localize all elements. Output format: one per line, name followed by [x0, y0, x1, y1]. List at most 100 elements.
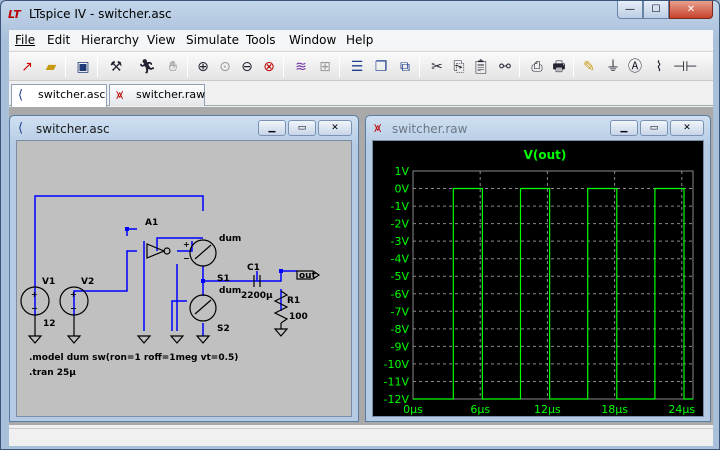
- v2-minus: −: [70, 304, 77, 313]
- document-tabs: ⟨ switcher.asc ⩙ switcher.raw: [9, 82, 713, 107]
- schematic-drawing[interactable]: A1 V1 V2 12 dum dum S1 S2 C1 2200µ R1 10…: [17, 141, 353, 418]
- maximize-button[interactable]: ▭: [640, 120, 668, 136]
- control-panel-icon[interactable]: ⚒: [109, 59, 123, 75]
- menu-help[interactable]: Help: [346, 33, 374, 47]
- minimize-button[interactable]: —: [617, 1, 643, 19]
- y-tick-label: -4V: [391, 253, 410, 266]
- close-all-icon[interactable]: ⧉: [400, 59, 410, 75]
- model-directive: .model dum sw(ron=1 roff=1meg vt=0.5): [29, 353, 238, 363]
- menu-window[interactable]: Window: [289, 33, 337, 47]
- y-tick-label: -9V: [391, 340, 410, 353]
- s2-model: dum: [219, 286, 241, 296]
- copy-icon[interactable]: ⎘: [453, 59, 465, 75]
- zoom-out-icon[interactable]: ⊖: [241, 59, 253, 75]
- out-label: out: [299, 271, 317, 281]
- status-bar: [9, 428, 713, 446]
- maximize-button[interactable]: ☐: [643, 1, 669, 19]
- capacitor-icon[interactable]: ⊣⊢: [673, 59, 698, 75]
- schematic-window[interactable]: ⟨ switcher.asc ▁ ▭ ✕: [9, 115, 359, 422]
- close-button[interactable]: ✕: [670, 120, 704, 136]
- tran-directive: .tran 25µ: [29, 368, 76, 378]
- schematic-canvas[interactable]: A1 V1 V2 12 dum dum S1 S2 C1 2200µ R1 10…: [16, 140, 352, 417]
- save-icon[interactable]: ▣: [76, 59, 90, 75]
- toolbar: ↗ ▰ ▣ ⚒ 🏃︎ ✋︎ ⊕ ⊙ ⊖ ⊗ ≋ ⊞ ☰ ❐ ⧉ ✂ ⎘ 📋︎ ⚯: [9, 51, 713, 81]
- v1-value: 12: [43, 319, 56, 329]
- maximize-button[interactable]: ▭: [288, 120, 316, 136]
- waveform-icon: ⩙: [116, 88, 124, 103]
- minimize-button[interactable]: ▁: [610, 120, 638, 136]
- menu-simulate[interactable]: Simulate: [186, 33, 240, 47]
- menu-tools[interactable]: Tools: [246, 33, 276, 47]
- draw-wire-icon[interactable]: ✎: [583, 59, 595, 75]
- menu-file[interactable]: File: [15, 33, 35, 47]
- autorange-icon[interactable]: ≋: [295, 59, 307, 75]
- a1-label: A1: [145, 218, 158, 228]
- new-schematic-icon[interactable]: ↗: [21, 59, 33, 75]
- y-tick-label: -5V: [391, 270, 410, 283]
- x-tick-label: 6µs: [470, 403, 490, 416]
- tab-switcher-asc[interactable]: ⟨ switcher.asc: [11, 84, 107, 107]
- waveform-title: switcher.raw: [392, 122, 468, 136]
- plot-frame: [412, 170, 694, 400]
- client-area: File Edit Hierarchy View Simulate Tools …: [9, 30, 713, 446]
- v1-minus: −: [31, 304, 38, 313]
- run-icon[interactable]: 🏃︎: [138, 59, 156, 75]
- cut-icon[interactable]: ✂: [431, 59, 443, 75]
- r1-value: 100: [289, 312, 308, 322]
- ground-icon[interactable]: ⏚: [606, 59, 620, 75]
- label-net-icon[interactable]: Ⓐ: [628, 59, 642, 75]
- x-tick-label: 24µs: [668, 403, 695, 416]
- trace-label[interactable]: V(out): [524, 148, 567, 162]
- y-tick-label: -7V: [391, 305, 410, 318]
- zoom-cancel-icon[interactable]: ⊗: [263, 59, 275, 75]
- find-icon[interactable]: ⚯: [499, 59, 511, 75]
- toolbar-separator: [187, 57, 188, 77]
- waveform-icon: ⩙: [374, 121, 382, 136]
- y-tick-label: -2V: [391, 218, 410, 231]
- tab-switcher-raw[interactable]: ⩙ switcher.raw: [109, 84, 205, 106]
- close-button[interactable]: ✕: [318, 120, 352, 136]
- print-preview-icon[interactable]: ⎙: [531, 59, 543, 75]
- x-tick-label: 18µs: [601, 403, 628, 416]
- s1-plus: +: [183, 240, 190, 249]
- y-tick-label: -3V: [391, 235, 410, 248]
- menu-hierarchy[interactable]: Hierarchy: [81, 33, 140, 47]
- paste-icon[interactable]: 📋︎: [472, 59, 490, 75]
- wires: [34, 195, 297, 336]
- v1-plus: +: [31, 290, 38, 299]
- s1-minus: −: [183, 254, 190, 263]
- zoom-in-icon[interactable]: ⊕: [197, 59, 209, 75]
- toolbar-separator: [283, 57, 284, 77]
- toolbar-separator: [97, 57, 98, 77]
- waveform-chart[interactable]: 1V0V-1V-2V-3V-4V-5V-6V-7V-8V-9V-10V-11V-…: [373, 141, 703, 416]
- menu-view[interactable]: View: [147, 33, 176, 47]
- toolbar-separator: [65, 57, 66, 77]
- schematic-title: switcher.asc: [36, 122, 110, 136]
- grid-icon[interactable]: ⊞: [319, 59, 331, 75]
- tile-icon[interactable]: ☰: [350, 59, 364, 75]
- minimize-button[interactable]: ▁: [258, 120, 286, 136]
- y-tick-label: -12V: [384, 393, 410, 406]
- s2-label: S2: [217, 324, 230, 334]
- component-labels: A1 V1 V2 12 dum dum S1 S2 C1 2200µ R1 10…: [31, 218, 317, 334]
- v1-label: V1: [42, 277, 55, 287]
- title-bar[interactable]: LT LTspice IV - switcher.asc — ☐ ✕: [1, 1, 719, 29]
- menu-edit[interactable]: Edit: [47, 33, 71, 47]
- toolbar-separator: [419, 57, 420, 77]
- open-icon[interactable]: ▰: [45, 59, 57, 75]
- pan-icon[interactable]: ⊙: [219, 59, 231, 75]
- close-button[interactable]: ✕: [669, 1, 713, 19]
- y-tick-label: -8V: [391, 323, 410, 336]
- cascade-icon[interactable]: ❐: [374, 59, 388, 75]
- halt-icon[interactable]: ✋︎: [169, 59, 177, 75]
- window-title: LTspice IV - switcher.asc: [29, 7, 172, 21]
- junctions: [125, 227, 283, 283]
- schematic-window-buttons: ▁ ▭ ✕: [258, 120, 352, 136]
- ltspice-logo-icon: LT: [8, 8, 21, 21]
- y-tick-label: -10V: [384, 358, 410, 371]
- y-tick-label: -11V: [384, 375, 410, 388]
- resistor-icon[interactable]: ⌇: [655, 59, 663, 75]
- print-icon[interactable]: 🖶︎: [552, 59, 566, 75]
